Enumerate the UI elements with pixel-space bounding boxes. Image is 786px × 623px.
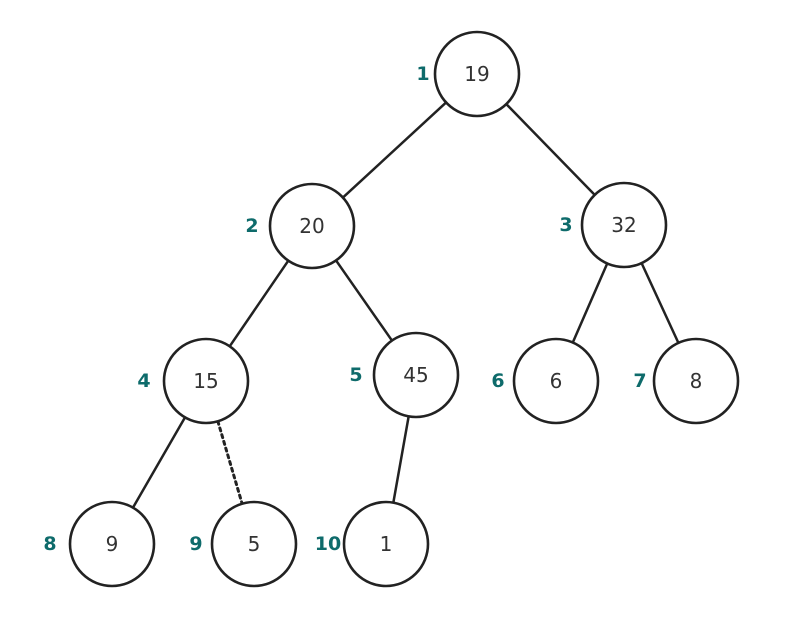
edge-2-5 [334, 259, 394, 342]
node-circle [433, 30, 521, 118]
edge-3-7 [640, 261, 680, 345]
edge-3-6 [571, 262, 609, 344]
node-value: 9 [106, 532, 119, 556]
node-index-label: 4 [137, 370, 150, 392]
node-circle [580, 181, 668, 269]
tree-node-7: 87 [633, 337, 740, 425]
tree-node-1: 19 1 [416, 30, 521, 118]
node-circle [68, 500, 156, 588]
edge-5-10 [392, 415, 410, 504]
node-value: 5 [248, 532, 261, 556]
edge-4-8 [131, 416, 187, 509]
tree-node-3: 32 3 [559, 181, 668, 269]
node-value: 6 [550, 369, 563, 393]
node-value: 20 [299, 214, 324, 238]
node-value: 8 [690, 369, 703, 393]
tree-node-9: 59 [189, 500, 298, 588]
node-circle [342, 500, 430, 588]
tree-node-10: 1 10 [315, 500, 430, 588]
edges-layer [131, 101, 680, 509]
node-circle [372, 331, 460, 419]
node-index-label: 8 [43, 533, 56, 555]
node-index-label: 6 [491, 370, 504, 392]
node-index-label: 3 [559, 214, 572, 236]
node-index-label: 1 [416, 63, 429, 85]
tree-node-2: 20 2 [245, 182, 356, 270]
node-index-label: 9 [189, 533, 202, 555]
edge-1-3 [505, 102, 596, 197]
node-circle [652, 337, 740, 425]
node-circle [210, 500, 298, 588]
node-index-label: 2 [245, 215, 258, 237]
node-index-label: 10 [315, 533, 341, 555]
edge-1-2 [341, 101, 448, 199]
node-value: 1 [380, 532, 393, 556]
node-value: 32 [611, 213, 636, 237]
node-circle [268, 182, 356, 270]
node-circle [512, 337, 600, 425]
edge-4-9-dotted [216, 419, 244, 506]
tree-node-5: 45 5 [349, 331, 460, 419]
tree-node-8: 98 [43, 500, 156, 588]
node-value: 19 [464, 62, 489, 86]
node-circle [162, 337, 250, 425]
node-index-label: 5 [349, 364, 362, 386]
node-value: 45 [403, 363, 428, 387]
tree-node-6: 66 [491, 337, 600, 425]
tree-node-4: 15 4 [137, 337, 250, 425]
node-value: 15 [193, 369, 218, 393]
edge-2-4 [228, 259, 290, 348]
node-index-label: 7 [633, 370, 646, 392]
